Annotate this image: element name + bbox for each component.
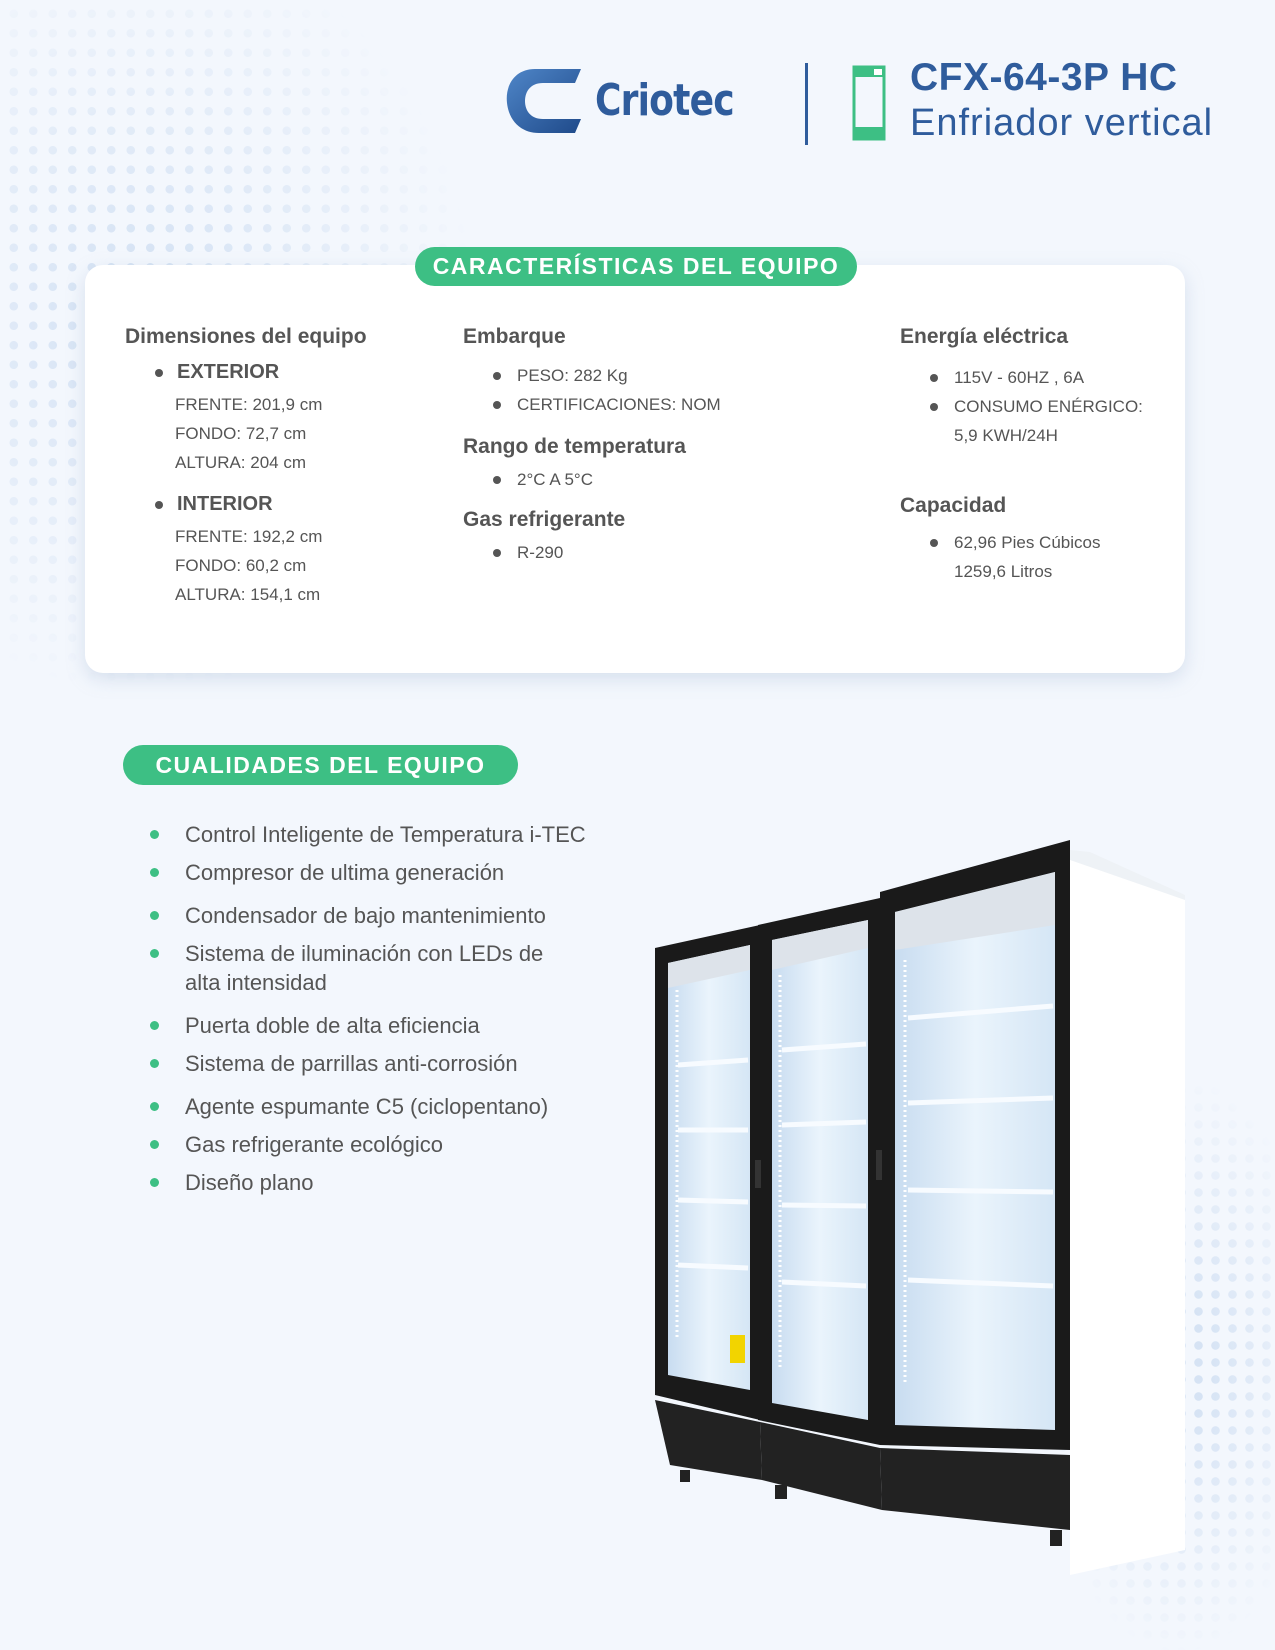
bullet-icon: [493, 372, 501, 380]
shipping-weight: PESO: 282 Kg: [493, 361, 793, 390]
bullet-icon: [930, 374, 938, 382]
bullet-icon: [493, 476, 501, 484]
interior-depth: FONDO: 60,2 cm: [175, 556, 307, 575]
quality-item: Agente espumante C5 (ciclopentano): [150, 1092, 650, 1121]
shipping-certifications-text: CERTIFICACIONES: NOM: [517, 395, 721, 414]
quality-item: Puerta doble de alta eficiencia: [150, 1011, 650, 1040]
green-bullet-icon: [150, 868, 159, 877]
electric-consumption-label: CONSUMO ENÉRGICO:: [954, 397, 1143, 416]
exterior-height: ALTURA: 204 cm: [175, 453, 307, 472]
brand-name: Criotec: [595, 74, 735, 126]
bullet-icon: [930, 539, 938, 547]
quality-item: Control Inteligente de Temperatura i-TEC: [150, 820, 650, 849]
dimensions-heading: Dimensiones del equipo: [125, 325, 367, 348]
quality-item: Compresor de ultima generación: [150, 858, 650, 887]
green-bullet-icon: [150, 1102, 159, 1111]
interior-front: FRENTE: 192,2 cm: [175, 527, 323, 546]
fridge-icon: [852, 65, 886, 141]
electric-consumption: CONSUMO ENÉRGICO:: [930, 392, 1180, 421]
quality-text: Agente espumante C5 (ciclopentano): [185, 1094, 549, 1119]
quality-item: Sistema de parrillas anti-corrosión: [150, 1049, 650, 1078]
header-divider: [805, 63, 808, 145]
capacity-cubic-feet-text: 62,96 Pies Cúbicos: [954, 533, 1101, 552]
model-block: CFX-64-3P HC Enfriador vertical: [910, 55, 1213, 145]
green-bullet-icon: [150, 1178, 159, 1187]
interior-heading: INTERIOR: [155, 493, 445, 516]
exterior-heading: EXTERIOR: [155, 361, 445, 384]
bullet-icon: [493, 401, 501, 409]
quality-text: Puerta doble de alta eficiencia: [185, 1013, 480, 1038]
model-code: CFX-64-3P HC: [910, 56, 1178, 99]
bullet-icon: [930, 403, 938, 411]
interior-label: INTERIOR: [177, 493, 273, 515]
capacity-heading: Capacidad: [900, 494, 1007, 517]
electric-capacity-column: Energía eléctrica 115V - 60HZ , 6A CONSU…: [900, 325, 1180, 586]
temperature-range-text: 2°C A 5°C: [517, 470, 593, 489]
electric-consumption-value: 5,9 KWH/24H: [954, 426, 1058, 445]
capacity-cubic-feet: 62,96 Pies Cúbicos: [930, 528, 1180, 557]
quality-text: Gas refrigerante ecológico: [185, 1132, 444, 1157]
shipping-certifications: CERTIFICACIONES: NOM: [493, 390, 793, 419]
product-image: [655, 840, 1185, 1575]
green-bullet-icon: [150, 1021, 159, 1030]
criotec-logo-icon: [506, 69, 581, 133]
quality-text: Condensador de bajo mantenimiento: [185, 903, 546, 928]
quality-text: Sistema de parrillas anti-corrosión: [185, 1051, 518, 1076]
shipping-heading: Embarque: [463, 325, 566, 348]
shipping-weight-text: PESO: 282 Kg: [517, 366, 628, 385]
exterior-depth: FONDO: 72,7 cm: [175, 424, 307, 443]
green-bullet-icon: [150, 1140, 159, 1149]
bullet-icon: [493, 549, 501, 557]
interior-height: ALTURA: 154,1 cm: [175, 585, 321, 604]
quality-item: Gas refrigerante ecológico: [150, 1130, 650, 1159]
header: Criotec CFX-64-3P HC Enfriador vertical: [505, 55, 1235, 155]
green-bullet-icon: [150, 830, 159, 839]
temperature-heading: Rango de temperatura: [463, 435, 686, 458]
temperature-range: 2°C A 5°C: [493, 465, 793, 494]
model-name: Enfriador vertical: [910, 102, 1214, 144]
brand-logo: Criotec: [505, 65, 765, 135]
characteristics-card: [85, 265, 1185, 673]
qualities-title: CUALIDADES DEL EQUIPO: [123, 745, 518, 785]
quality-text: Sistema de iluminación con LEDs de alta …: [185, 941, 544, 995]
refrigerant-type-text: R-290: [517, 543, 564, 562]
bullet-icon: [155, 500, 163, 509]
exterior-label: EXTERIOR: [177, 361, 280, 383]
characteristics-title: CARACTERÍSTICAS DEL EQUIPO: [415, 247, 857, 286]
capacity-liters: 1259,6 Litros: [954, 562, 1053, 581]
green-bullet-icon: [150, 949, 159, 958]
exterior-front: FRENTE: 201,9 cm: [175, 395, 323, 414]
quality-item: Condensador de bajo mantenimiento: [150, 901, 650, 930]
green-bullet-icon: [150, 1059, 159, 1068]
quality-text: Control Inteligente de Temperatura i-TEC: [185, 822, 586, 847]
quality-item: Sistema de iluminación con LEDs de alta …: [150, 939, 570, 997]
electric-voltage-text: 115V - 60HZ , 6A: [954, 368, 1085, 387]
shipping-temp-gas-column: Embarque PESO: 282 Kg CERTIFICACIONES: N…: [463, 325, 793, 567]
refrigerant-heading: Gas refrigerante: [463, 508, 626, 531]
dimensions-column: Dimensiones del equipo EXTERIOR FRENTE: …: [125, 325, 445, 609]
quality-text: Diseño plano: [185, 1170, 314, 1195]
quality-item: Diseño plano: [150, 1168, 650, 1197]
electric-voltage: 115V - 60HZ , 6A: [930, 363, 1180, 392]
quality-text: Compresor de ultima generación: [185, 860, 505, 885]
bullet-icon: [155, 368, 163, 377]
green-bullet-icon: [150, 911, 159, 920]
refrigerant-type: R-290: [493, 538, 793, 567]
qualities-list: Control Inteligente de Temperatura i-TEC…: [150, 820, 650, 1197]
electric-heading: Energía eléctrica: [900, 325, 1069, 348]
